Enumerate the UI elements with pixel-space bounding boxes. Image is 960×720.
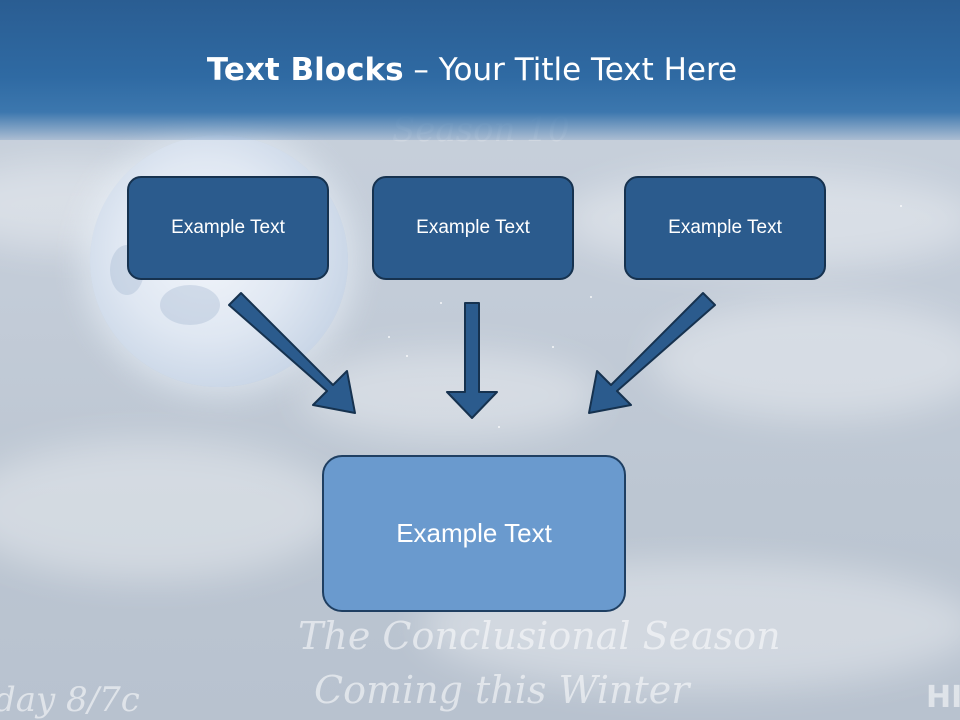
star — [406, 355, 408, 357]
text-block-3[interactable]: Example Text — [624, 176, 826, 280]
moon-crater — [160, 285, 220, 325]
star — [388, 336, 390, 338]
star — [900, 205, 902, 207]
star — [498, 426, 500, 428]
title-band — [0, 0, 960, 140]
arrow-right — [588, 292, 716, 414]
text-block-result[interactable]: Example Text — [322, 455, 626, 612]
star — [440, 302, 442, 304]
background-tagline-line1: The Conclusional Season — [298, 614, 781, 658]
text-block-1[interactable]: Example Text — [127, 176, 329, 280]
star — [552, 346, 554, 348]
slide-title-bold: Text Blocks — [206, 52, 404, 88]
arrow-left — [228, 292, 356, 414]
cloud — [0, 440, 340, 580]
cloud — [650, 300, 960, 420]
arrow-center — [446, 302, 498, 419]
background-network-logo: HI — [926, 680, 960, 715]
slide-title: Text Blocks – Your Title Text Here — [0, 52, 944, 88]
slide-title-rest: – Your Title Text Here — [403, 52, 738, 88]
text-block-2[interactable]: Example Text — [372, 176, 574, 280]
background-tagline-line2: Coming this Winter — [314, 668, 690, 712]
background-airtime-text: day 8/7c — [0, 680, 140, 720]
star — [590, 296, 592, 298]
